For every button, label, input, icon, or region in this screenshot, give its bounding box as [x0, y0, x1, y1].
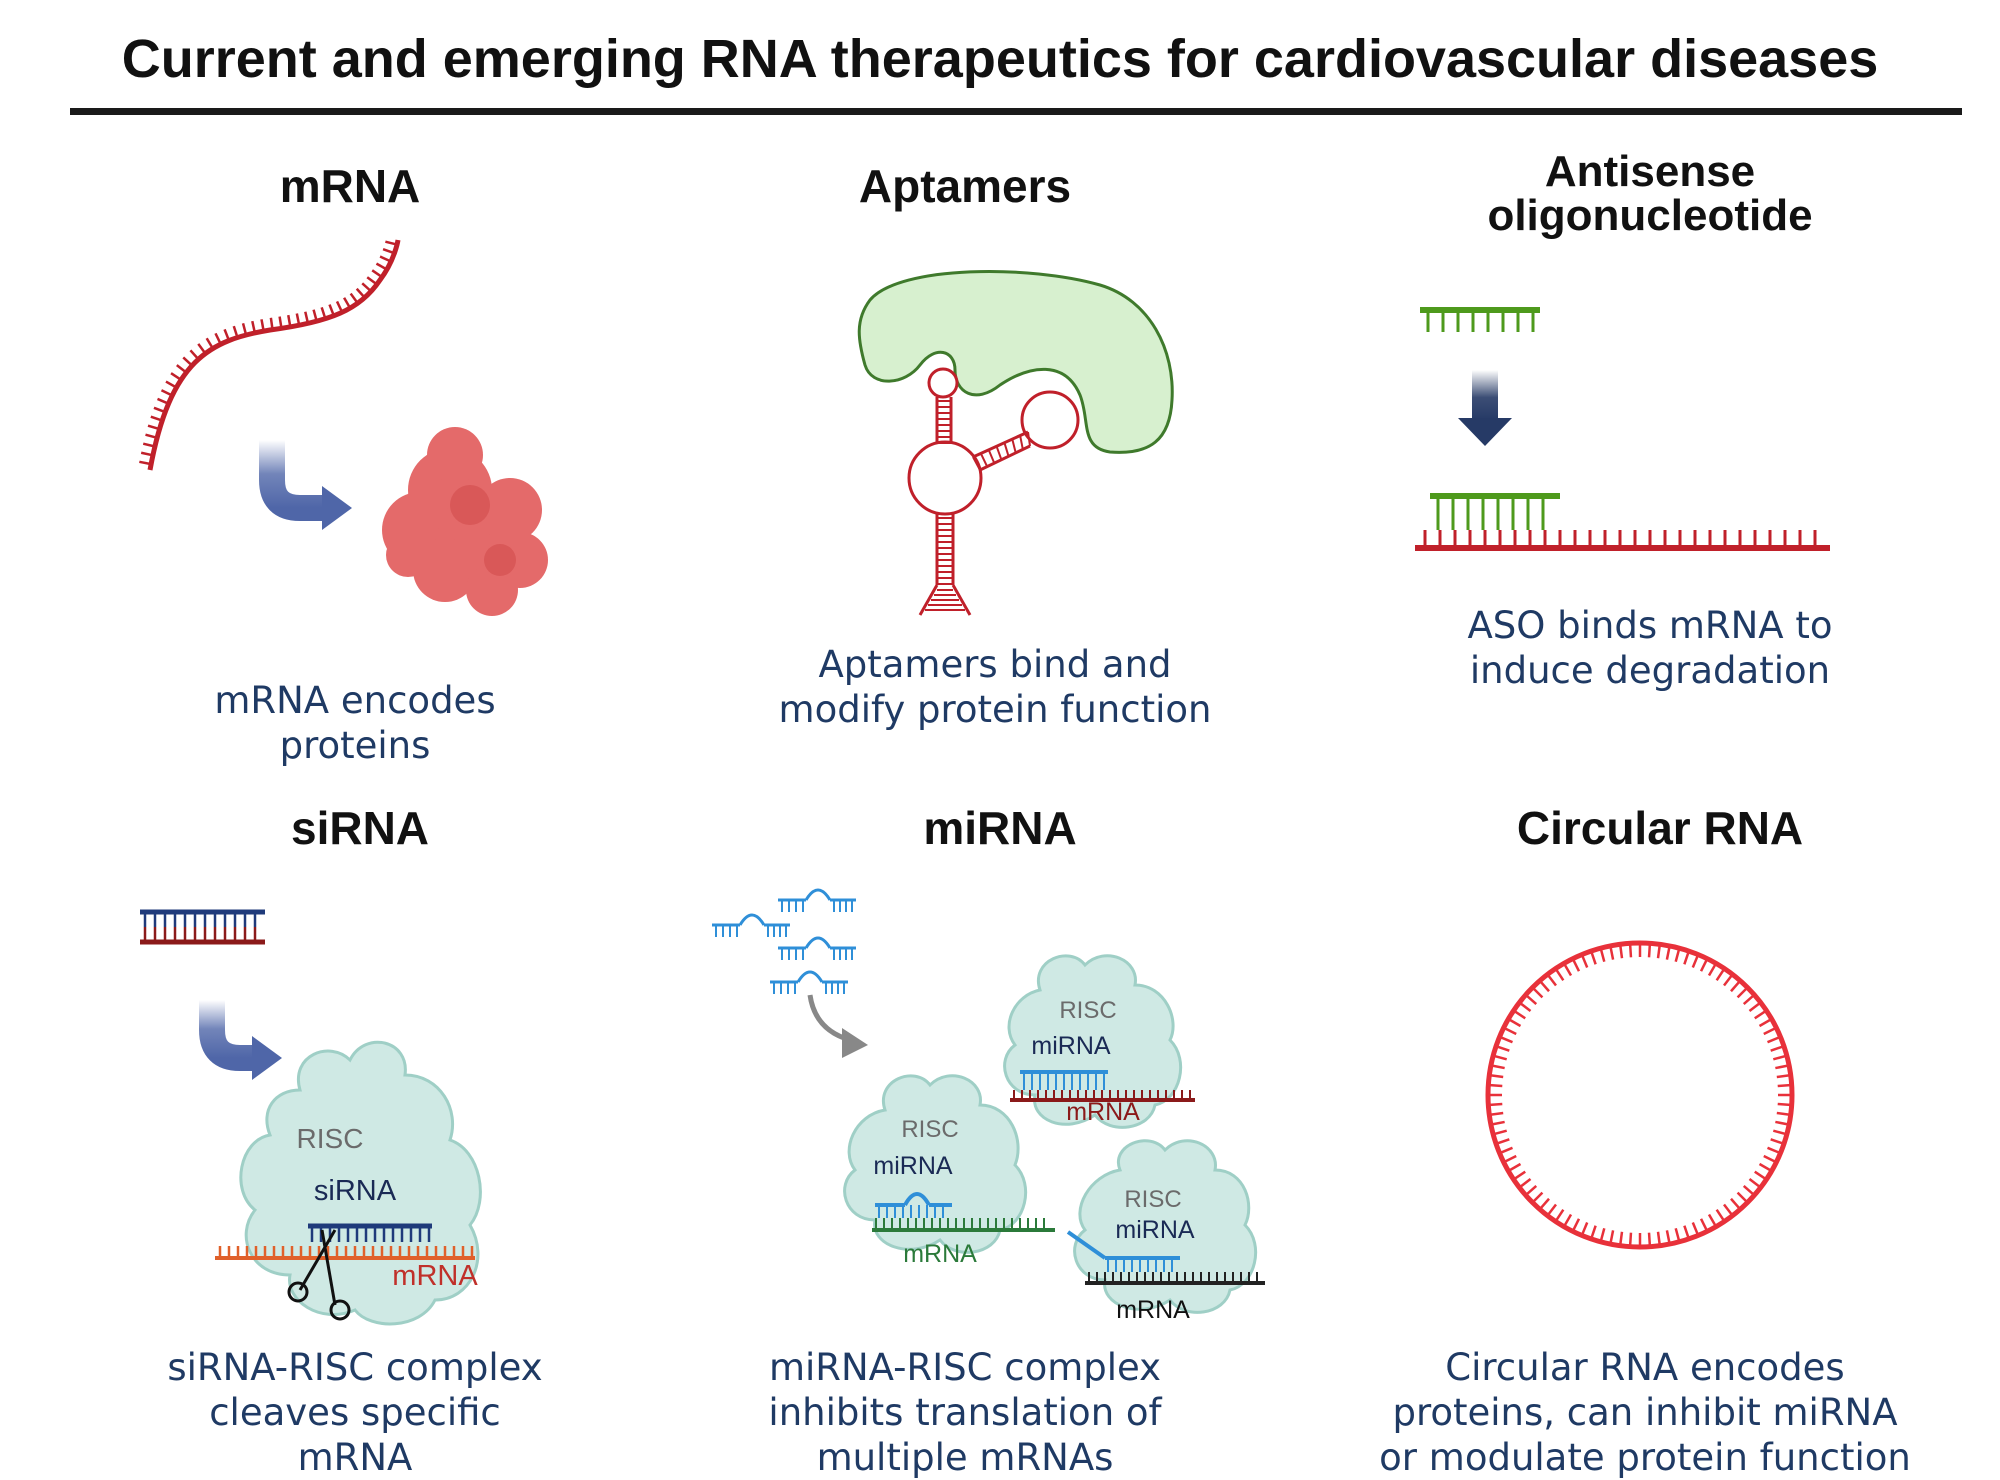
mirna-pool: [712, 888, 856, 994]
sirna-duplex: [140, 909, 265, 945]
heading-circular-rna: Circular RNA: [1516, 802, 1804, 854]
heading-sirna: siRNA: [290, 802, 430, 854]
aptamer: [907, 367, 1080, 616]
mirna-label-2: miRNA: [873, 1152, 952, 1180]
description-mrna: mRNA encodes proteins: [214, 679, 496, 767]
mrna-label-sirna: mRNA: [392, 1260, 478, 1292]
sirna-risc-strands: [215, 1223, 475, 1260]
sirna-label: siRNA: [314, 1175, 397, 1207]
circular-rna: [1485, 940, 1795, 1250]
risc-label-mirna-2: RISC: [901, 1116, 958, 1143]
sirna-arrow: [199, 1000, 282, 1080]
risc-complex-mirna-3: [1073, 1139, 1258, 1314]
mrna-label-mirna-2: mRNA: [903, 1240, 977, 1268]
target-protein: [857, 269, 1174, 454]
protein-blob: [382, 427, 548, 616]
aso-bound-complex: [1415, 493, 1830, 551]
title-rule: [70, 108, 1962, 115]
mirna-label-1: miRNA: [1031, 1032, 1110, 1060]
heading-mirna: miRNA: [923, 802, 1077, 854]
description-aptamers: Aptamers bind and modify protein functio…: [778, 643, 1212, 731]
heading-mrna: mRNA: [279, 160, 421, 212]
risc-label-mirna-1: RISC: [1059, 997, 1116, 1024]
mirna-label-3: miRNA: [1115, 1216, 1194, 1244]
description-sirna: siRNA-RISC complex cleaves specific mRNA: [167, 1346, 543, 1479]
mrna-label-mirna-1: mRNA: [1066, 1098, 1140, 1126]
scissors-icon: [287, 1229, 351, 1321]
risc-label-sirna: RISC: [297, 1123, 364, 1154]
figure-title: Current and emerging RNA therapeutics fo…: [121, 29, 1879, 89]
mrna-strand: [139, 239, 401, 471]
description-aso: ASO binds mRNA to induce degradation: [1467, 604, 1833, 692]
aso-strand-free: [1420, 307, 1540, 332]
mirna-arrow: [807, 994, 868, 1058]
risc-label-mirna-3: RISC: [1124, 1186, 1181, 1213]
aso-arrow: [1458, 370, 1512, 446]
translation-arrow: [259, 440, 352, 530]
heading-aso: Antisense oligonucleotide: [1487, 147, 1813, 240]
heading-aptamers: Aptamers: [858, 160, 1072, 212]
mrna-label-mirna-3: mRNA: [1116, 1296, 1190, 1324]
